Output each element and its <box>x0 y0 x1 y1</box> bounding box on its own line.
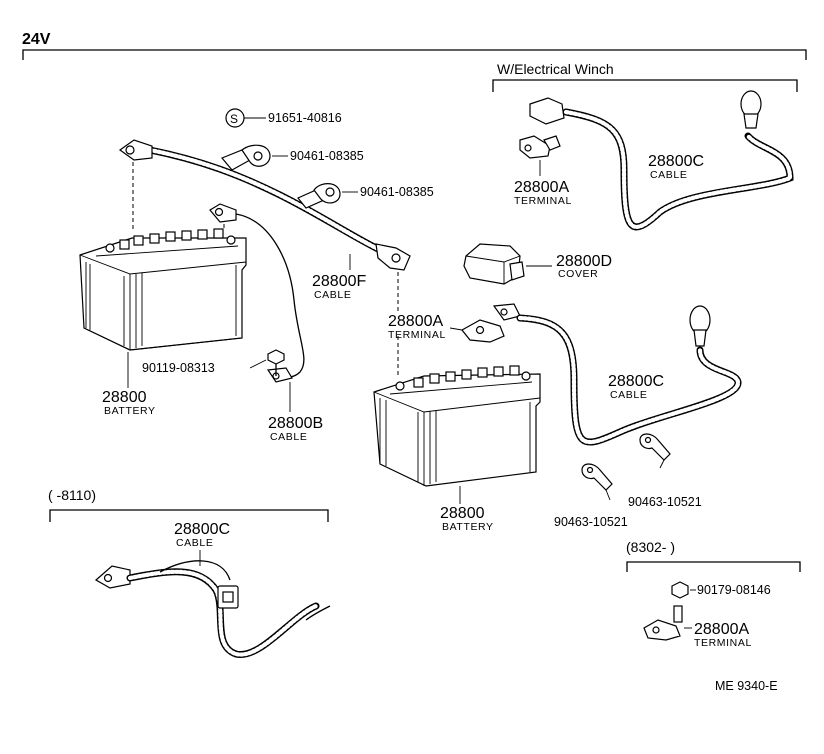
terminal-late-icon <box>643 605 692 641</box>
leader-terminal-mid <box>449 327 463 331</box>
clamp-2-part-number: 90461-08385 <box>360 185 434 199</box>
range-early-bracket <box>49 509 329 522</box>
clamp-2-icon <box>297 183 358 209</box>
winch-cable-name: CABLE <box>650 169 687 181</box>
reference-code: ME 9340-E <box>715 679 778 693</box>
cable-28800c-mid <box>516 305 742 446</box>
cable-c-early-number: 28800C <box>174 521 230 538</box>
battery-right-name: BATTERY <box>442 521 494 533</box>
clamp-1-icon <box>221 144 288 171</box>
leader-bolt <box>249 359 267 369</box>
cable-f-name: CABLE <box>314 289 351 301</box>
cable-c-mid-number: 28800C <box>608 373 664 390</box>
cable-28800f <box>118 139 411 271</box>
battery-right <box>373 365 541 487</box>
cover-icon <box>463 243 552 285</box>
winch-terminal-icon <box>519 97 565 159</box>
clamp-1-part-number: 90461-08385 <box>290 149 364 163</box>
clamp-90463-b-number: 90463-10521 <box>628 495 702 509</box>
clamp-90463-b-icon <box>639 433 671 469</box>
terminal-mid-icon <box>461 303 521 343</box>
cable-b-name: CABLE <box>270 431 307 443</box>
washer-icon: S <box>225 108 266 128</box>
winch-section-label: W/Electrical Winch <box>497 61 614 77</box>
range-early-label: ( -8110) <box>48 487 96 503</box>
top-bracket <box>22 49 807 60</box>
nut-icon <box>671 581 696 599</box>
voltage-label: 24V <box>22 31 51 48</box>
winch-cable <box>562 90 794 231</box>
bolt-icon <box>267 349 285 376</box>
winch-terminal-name: TERMINAL <box>514 195 572 207</box>
winch-cable-number: 28800C <box>648 153 704 170</box>
cable-c-mid-name: CABLE <box>610 389 647 401</box>
clamp-90463-a-number: 90463-10521 <box>554 515 628 529</box>
battery-right-number: 28800 <box>440 505 485 522</box>
cable-28800b <box>209 203 305 383</box>
cable-c-early-name: CABLE <box>176 537 213 549</box>
washer-part-number: 91651-40816 <box>268 111 342 125</box>
bolt-part-number: 90119-08313 <box>142 361 215 375</box>
svg-text:S: S <box>230 112 238 126</box>
nut-part-number: 90179-08146 <box>697 583 771 597</box>
winch-terminal-number: 28800A <box>514 179 569 196</box>
terminal-mid-name: TERMINAL <box>388 329 446 341</box>
cable-28800c-early <box>94 560 331 658</box>
clamp-90463-a-icon <box>581 463 613 501</box>
battery-left-name: BATTERY <box>104 405 156 417</box>
range-late-label: (8302- ) <box>626 539 675 555</box>
battery-left <box>79 228 247 351</box>
cable-f-number: 28800F <box>312 273 366 290</box>
cover-number: 28800D <box>556 253 612 270</box>
range-late-bracket <box>626 561 801 572</box>
terminal-mid-number: 28800A <box>388 313 443 330</box>
cover-name: COVER <box>558 268 598 280</box>
terminal-late-name: TERMINAL <box>694 637 752 649</box>
terminal-late-number: 28800A <box>694 621 749 638</box>
battery-left-number: 28800 <box>102 389 147 406</box>
cable-b-number: 28800B <box>268 415 323 432</box>
winch-bracket <box>492 79 798 92</box>
